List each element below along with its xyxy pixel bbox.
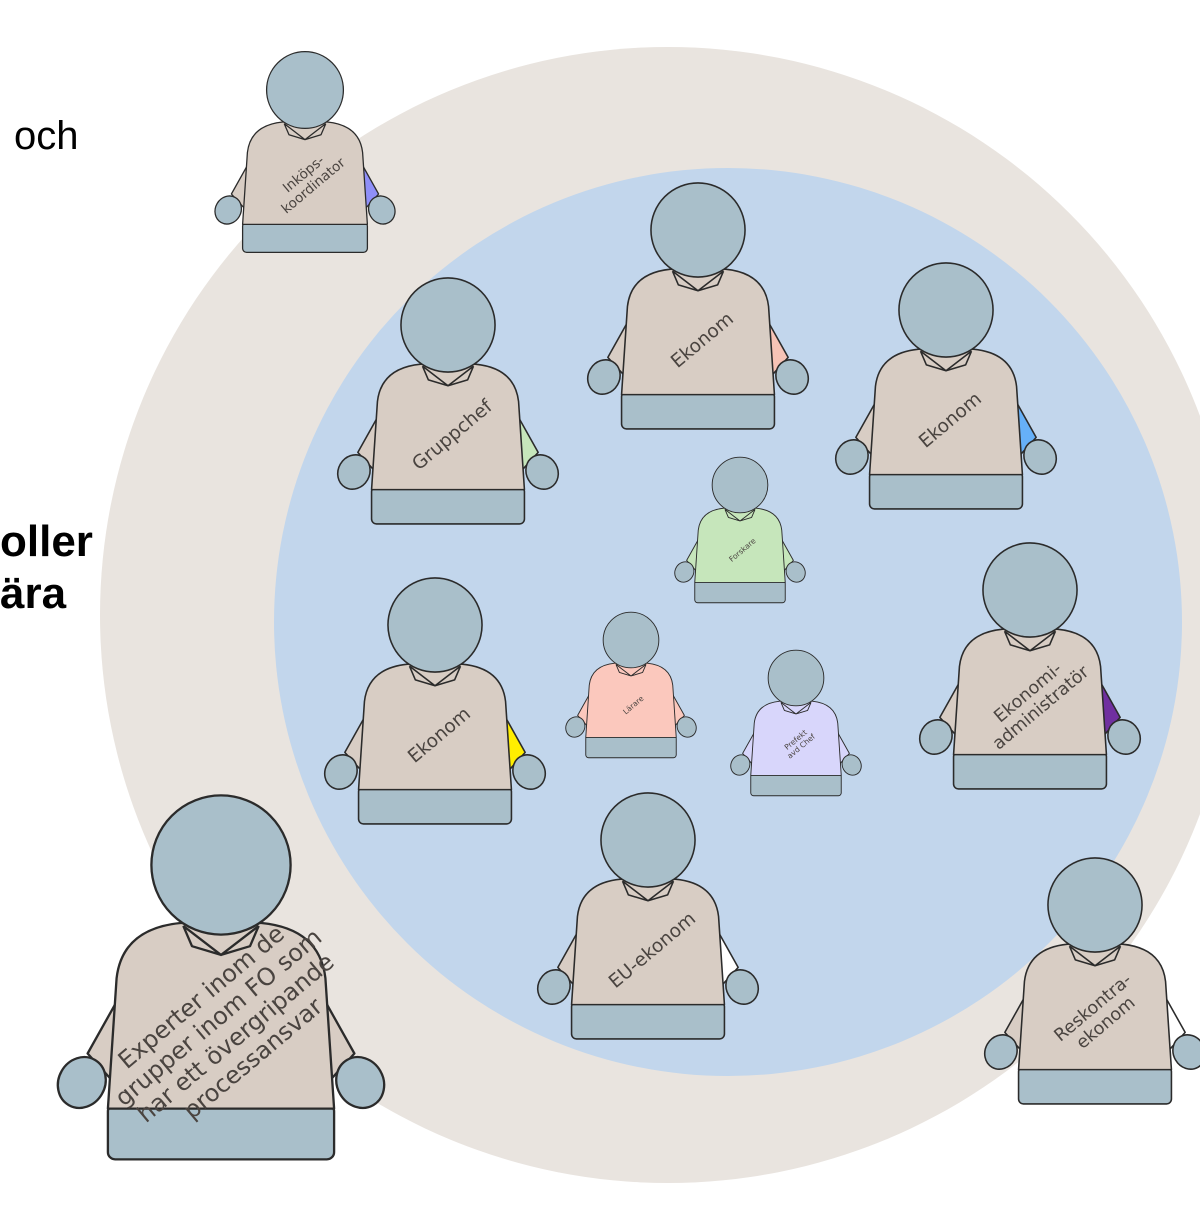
collar bbox=[671, 270, 725, 292]
shirt bbox=[1017, 943, 1173, 1071]
collar bbox=[780, 701, 812, 715]
figure-reskontraekonom: Reskontra-ekonom bbox=[983, 857, 1200, 1105]
waist-band bbox=[694, 580, 786, 604]
head bbox=[400, 277, 496, 373]
right-hand bbox=[775, 359, 810, 395]
shirt bbox=[570, 878, 726, 1006]
shirt bbox=[620, 268, 776, 396]
left-hand bbox=[983, 1034, 1018, 1070]
left-hand bbox=[56, 1055, 107, 1110]
left-hand bbox=[323, 754, 358, 790]
figure-prefekt: Prefektavd Chef bbox=[730, 649, 862, 797]
right-hand bbox=[841, 754, 862, 776]
figure-ekonomiadministrator: Ekonomi-administratör bbox=[918, 542, 1142, 790]
figure-eu-ekonom: EU-ekonom bbox=[536, 792, 760, 1040]
roller-text: oller ära bbox=[0, 516, 93, 620]
waist-band bbox=[750, 773, 842, 797]
figure-gruppchef: Gruppchef bbox=[336, 277, 560, 525]
head bbox=[265, 50, 345, 130]
waist-band bbox=[868, 470, 1024, 510]
shirt bbox=[357, 663, 513, 791]
collar bbox=[408, 665, 462, 687]
collar bbox=[182, 924, 260, 957]
shirt bbox=[241, 121, 369, 226]
waist-band bbox=[952, 750, 1108, 790]
left-hand bbox=[565, 716, 586, 738]
head bbox=[898, 262, 994, 358]
head bbox=[650, 182, 746, 278]
collar bbox=[724, 508, 756, 522]
shirt bbox=[370, 363, 526, 491]
waist-band bbox=[620, 390, 776, 430]
right-hand bbox=[1172, 1034, 1200, 1070]
shirt bbox=[750, 700, 842, 776]
collar bbox=[621, 880, 675, 902]
right-hand bbox=[1023, 439, 1058, 475]
figure-larare: Lärare bbox=[565, 611, 697, 759]
head bbox=[602, 611, 660, 669]
right-hand bbox=[525, 454, 560, 490]
shirt bbox=[585, 662, 677, 738]
roller-text-line2: ära bbox=[0, 569, 67, 618]
right-hand bbox=[785, 561, 806, 583]
roller-text-line1: oller bbox=[0, 517, 93, 566]
figure-ekonom-left: Ekonom bbox=[323, 577, 547, 825]
waist-band bbox=[370, 485, 526, 525]
head bbox=[1047, 857, 1143, 953]
left-hand bbox=[730, 754, 751, 776]
shirt bbox=[952, 628, 1108, 756]
left-hand bbox=[834, 439, 869, 475]
right-hand bbox=[676, 716, 697, 738]
right-hand bbox=[1107, 719, 1142, 755]
right-hand bbox=[512, 754, 547, 790]
head bbox=[982, 542, 1078, 638]
collar bbox=[615, 663, 647, 677]
shirt bbox=[106, 921, 336, 1110]
head bbox=[600, 792, 696, 888]
head bbox=[767, 649, 825, 707]
figure-ekonom-top: Ekonom bbox=[586, 182, 810, 430]
left-hand bbox=[214, 195, 243, 225]
right-hand bbox=[367, 195, 396, 225]
figure-ekonom-right: Ekonom bbox=[834, 262, 1058, 510]
och-text: och bbox=[14, 114, 79, 158]
figure-forskare: Forskare bbox=[674, 456, 806, 604]
left-hand bbox=[336, 454, 371, 490]
right-hand bbox=[335, 1055, 386, 1110]
collar bbox=[421, 365, 475, 387]
waist-band bbox=[570, 1000, 726, 1040]
figures-group: Inköps-koordinatorEkonomEkonomGruppchefF… bbox=[56, 50, 1200, 1161]
head bbox=[150, 794, 292, 936]
head bbox=[711, 456, 769, 514]
waist-band bbox=[241, 221, 369, 254]
left-hand bbox=[536, 969, 571, 1005]
collar bbox=[1068, 945, 1122, 967]
waist-band bbox=[1017, 1065, 1173, 1105]
left-hand bbox=[918, 719, 953, 755]
collar bbox=[1003, 630, 1057, 652]
shirt bbox=[694, 507, 786, 583]
waist-band bbox=[357, 785, 513, 825]
collar bbox=[283, 123, 327, 141]
head bbox=[387, 577, 483, 673]
waist-band bbox=[585, 735, 677, 759]
collar bbox=[919, 350, 973, 372]
left-hand bbox=[586, 359, 621, 395]
left-hand bbox=[674, 561, 695, 583]
figure-experter: Experter inom degrupper inom FO somhar e… bbox=[56, 794, 386, 1161]
right-hand bbox=[725, 969, 760, 1005]
figure-inkopskoordinator: Inköps-koordinator bbox=[214, 50, 396, 254]
shirt bbox=[868, 348, 1024, 476]
